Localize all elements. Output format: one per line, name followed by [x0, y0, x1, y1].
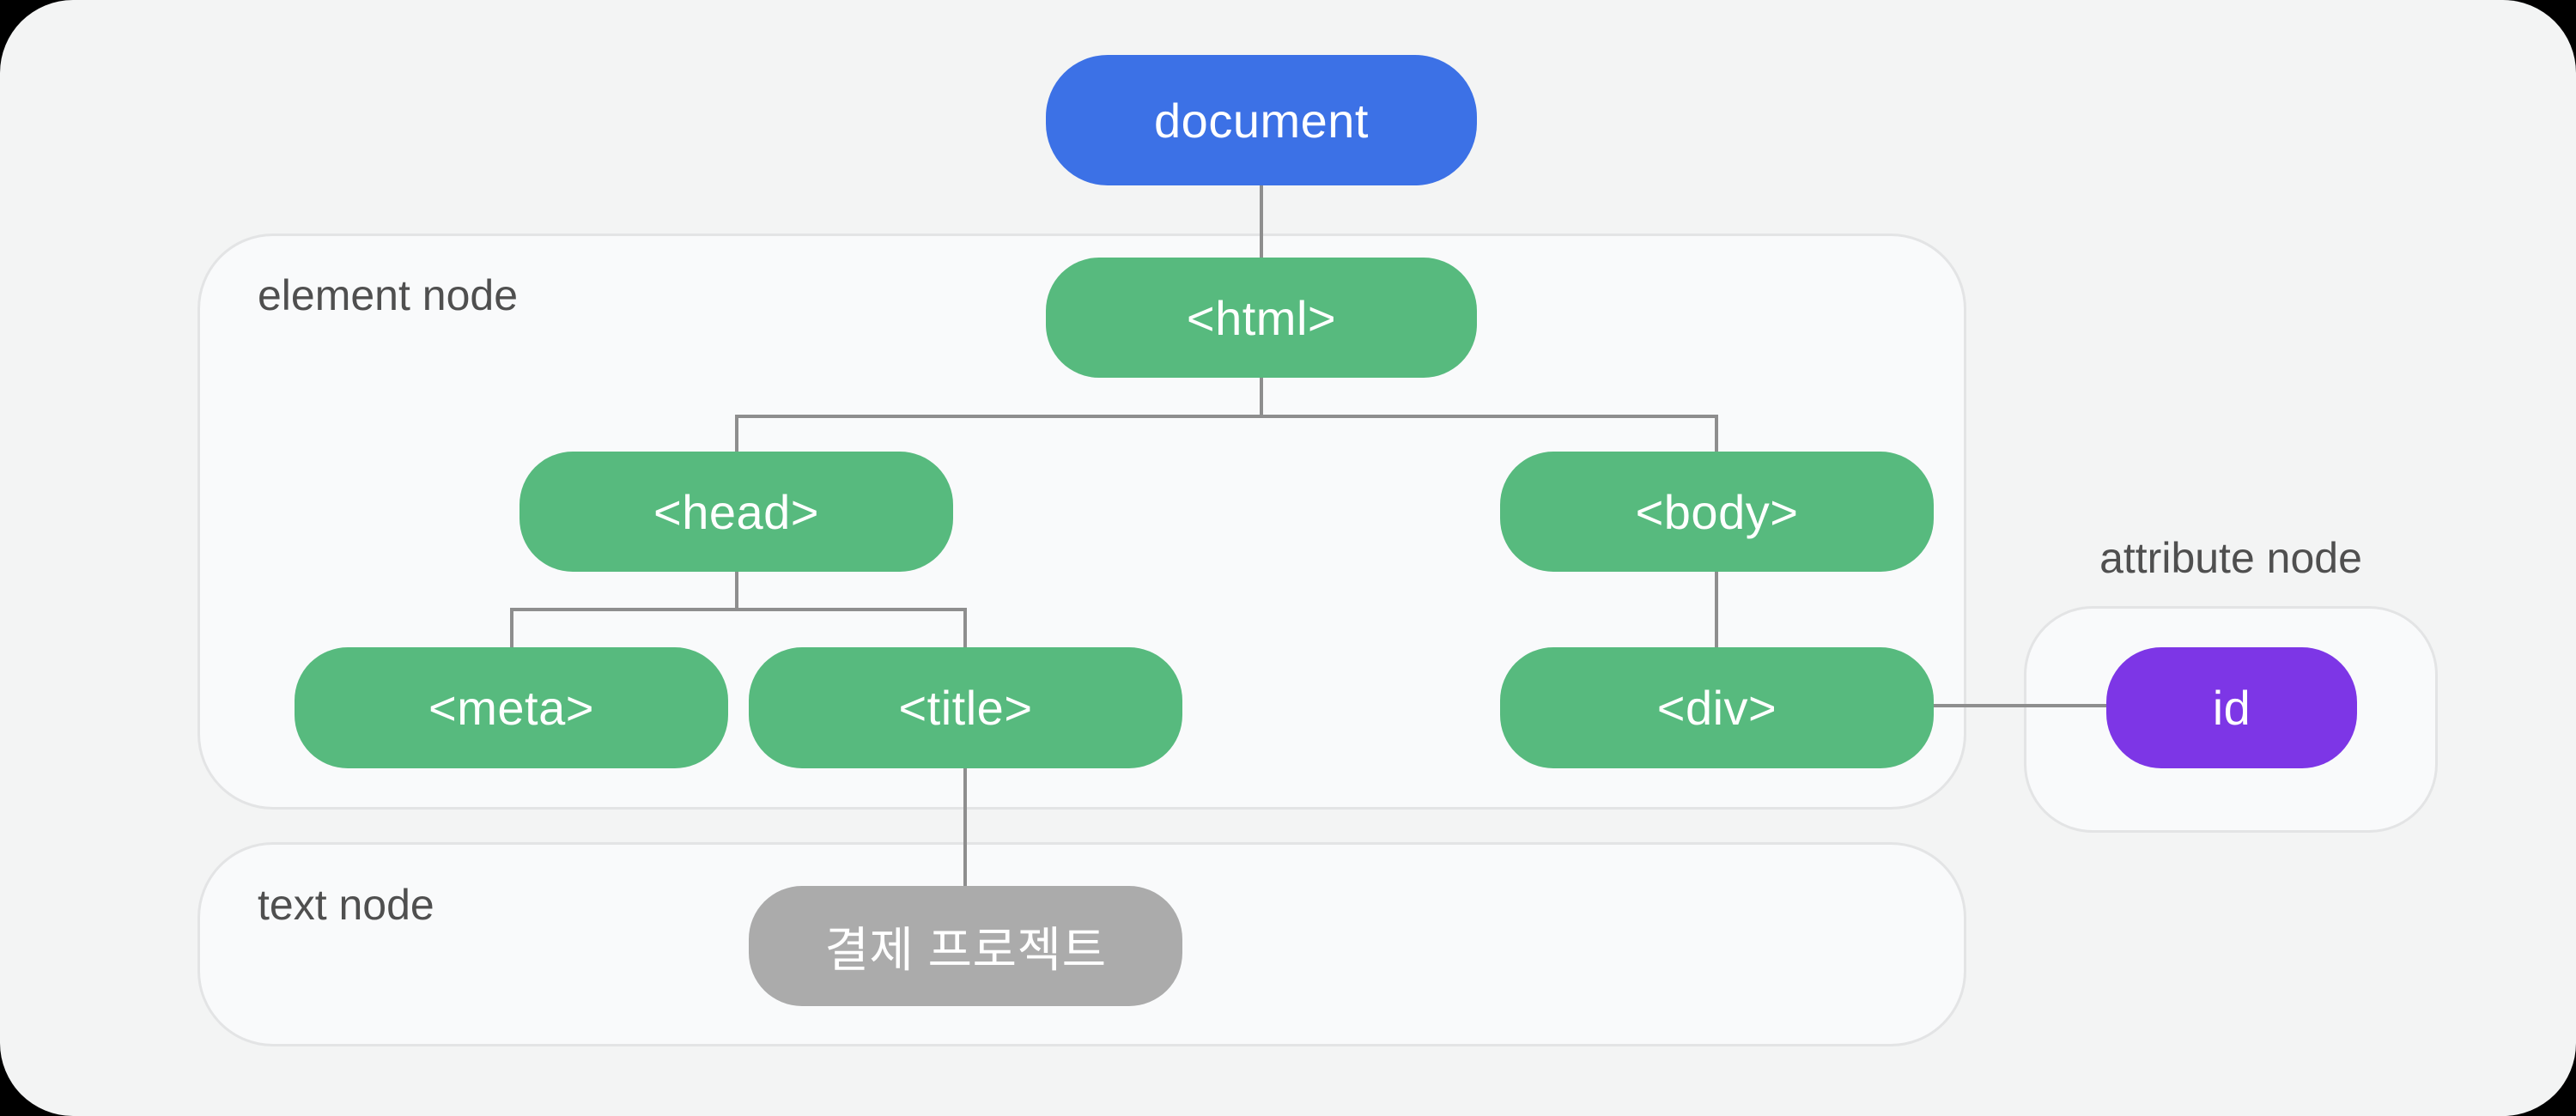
edge-title-text	[963, 768, 967, 886]
edge-drop-body	[1715, 418, 1718, 452]
edge-drop-meta	[510, 611, 513, 647]
node-meta: <meta>	[295, 647, 728, 768]
node-id-attribute: id	[2106, 647, 2357, 768]
edge-body-div	[1715, 572, 1718, 647]
node-head: <head>	[519, 452, 953, 572]
node-body: <body>	[1500, 452, 1934, 572]
edge-head-stem	[735, 572, 738, 608]
node-document: document	[1046, 55, 1477, 185]
edge-div-id	[1934, 704, 2106, 707]
node-title: <title>	[749, 647, 1182, 768]
edge-html-stem	[1260, 378, 1263, 415]
attribute-node-group-label: attribute node	[2099, 534, 2362, 582]
edge-html-children-bar	[735, 415, 1718, 418]
edge-drop-title	[963, 611, 967, 647]
edge-drop-head	[735, 418, 738, 452]
node-div: <div>	[1500, 647, 1934, 768]
element-node-group-label: element node	[258, 271, 519, 319]
edge-document-html	[1260, 185, 1263, 258]
node-html: <html>	[1046, 258, 1477, 378]
node-text-content: 결제 프로젝트	[749, 886, 1182, 1006]
edge-head-children-bar	[510, 608, 967, 611]
text-node-group-label: text node	[258, 881, 434, 929]
